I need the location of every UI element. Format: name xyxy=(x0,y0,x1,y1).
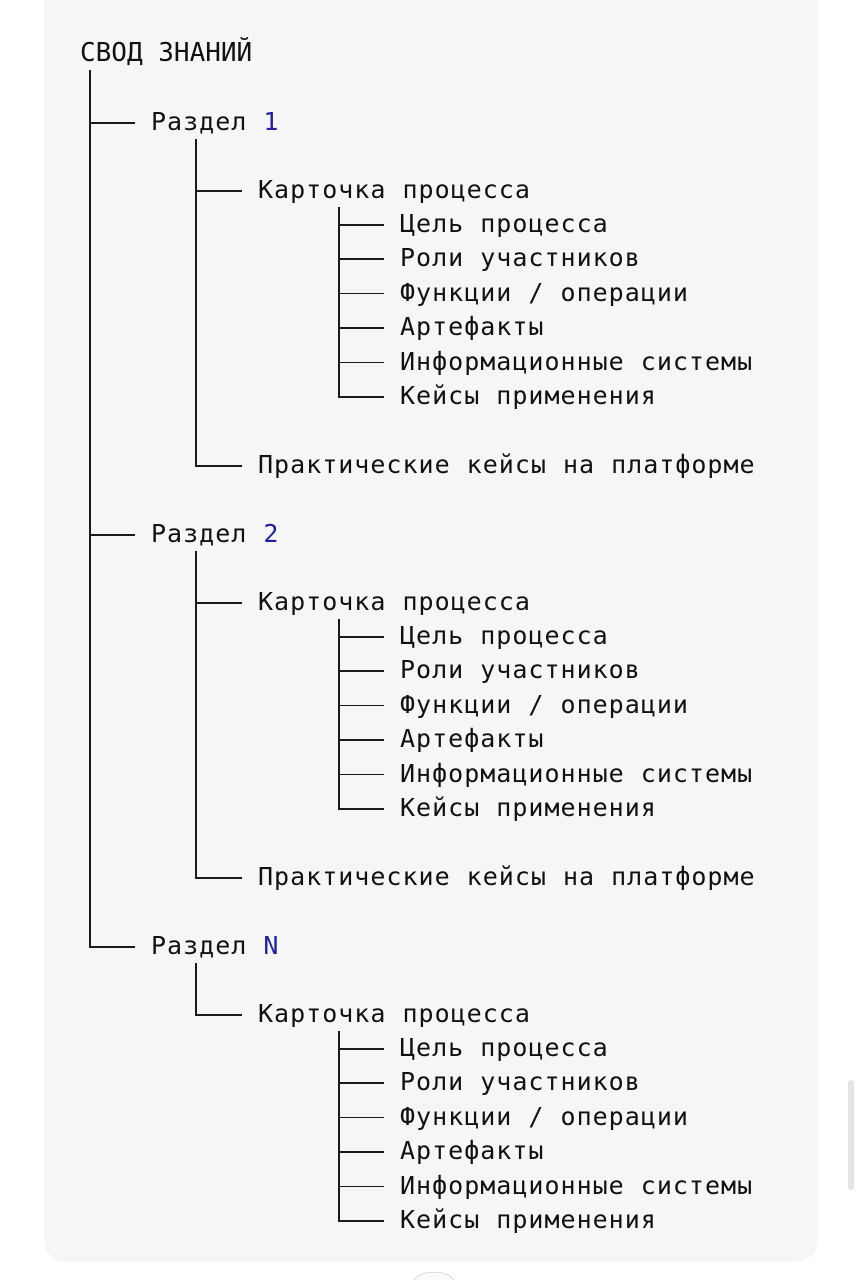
process-card-branch-line xyxy=(195,602,242,604)
card-item-label[interactable]: Информационные системы xyxy=(400,759,753,789)
process-card-label-text: Карточка процесса xyxy=(258,587,531,616)
card-item-branch-line xyxy=(338,1151,384,1153)
card-item-label-text: Роли участников xyxy=(400,243,641,273)
card-item-label[interactable]: Артефакты xyxy=(400,312,544,342)
card-item-branch-line xyxy=(338,327,384,329)
section-label[interactable]: Раздел 1 xyxy=(151,107,279,137)
section-sub-trunk-line xyxy=(195,551,197,877)
practical-cases-label[interactable]: Практические кейсы на платформе xyxy=(258,862,756,892)
card-item-label-text: Функции / операции xyxy=(400,1101,689,1131)
section-branch-line xyxy=(89,534,135,536)
practical-cases-label-text: Практические кейсы на платформе xyxy=(258,450,756,479)
section-number: 2 xyxy=(247,519,280,548)
section-number: N xyxy=(247,931,280,960)
tree-root-title: СВОД ЗНАНИЙ xyxy=(80,38,253,68)
card-item-label-text: Информационные системы xyxy=(400,758,754,788)
section-number: 1 xyxy=(247,107,280,136)
practical-cases-label-text: Практические кейсы на платформе xyxy=(258,862,756,891)
card-item-label-text: Кейсы применения xyxy=(400,1205,657,1234)
card-item-label-text: Функции / операции xyxy=(400,689,689,719)
card-item-branch-line xyxy=(338,670,384,672)
section-label[interactable]: Раздел 2 xyxy=(151,519,279,549)
card-item-label[interactable]: Цель процесса xyxy=(400,1033,609,1063)
process-card-label[interactable]: Карточка процесса xyxy=(258,999,531,1029)
process-card-branch-line xyxy=(195,1014,242,1016)
card-item-label[interactable]: Роли участников xyxy=(400,655,641,685)
practical-cases-label[interactable]: Практические кейсы на платформе xyxy=(258,450,756,480)
card-item-label[interactable]: Кейсы применения xyxy=(400,381,657,411)
card-item-branch-line xyxy=(338,224,384,226)
card-item-label[interactable]: Кейсы применения xyxy=(400,793,657,823)
card-item-label[interactable]: Цель процесса xyxy=(400,209,609,239)
card-item-branch-line xyxy=(338,258,384,260)
card-item-branch-line xyxy=(338,636,384,638)
card-item-label[interactable]: Роли участников xyxy=(400,243,641,273)
card-item-branch-line xyxy=(338,1220,384,1222)
card-item-label-text: Роли участников xyxy=(400,655,641,685)
process-card-label-text: Карточка процесса xyxy=(258,175,531,204)
card-item-branch-line xyxy=(338,808,384,810)
card-item-branch-line xyxy=(338,292,384,295)
process-card-label[interactable]: Карточка процесса xyxy=(258,175,531,205)
process-card-label[interactable]: Карточка процесса xyxy=(258,587,531,617)
card-item-branch-line xyxy=(338,1082,384,1084)
card-item-branch-line xyxy=(338,396,384,398)
section-sub-trunk-line xyxy=(195,963,197,1014)
card-item-label-text: Роли участников xyxy=(400,1067,641,1097)
section-label-text: Раздел xyxy=(151,931,248,960)
process-card-branch-line xyxy=(195,190,242,192)
card-item-branch-line xyxy=(338,361,384,364)
card-item-branch-line xyxy=(338,1048,384,1050)
practical-cases-branch-line xyxy=(195,465,242,467)
section-label[interactable]: Раздел N xyxy=(151,931,279,961)
practical-cases-branch-line xyxy=(195,877,242,879)
card-item-label-text: Артефакты xyxy=(400,724,545,754)
card-item-label[interactable]: Информационные системы xyxy=(400,1171,753,1201)
card-item-branch-line xyxy=(338,704,384,707)
card-item-label[interactable]: Роли участников xyxy=(400,1067,641,1097)
card-item-label-text: Кейсы применения xyxy=(400,793,657,822)
card-item-branch-line xyxy=(338,1185,384,1188)
card-item-label-text: Информационные системы xyxy=(400,1170,754,1200)
card-item-label[interactable]: Артефакты xyxy=(400,724,544,754)
card-item-label-text: Цель процесса xyxy=(400,1033,609,1062)
process-card-items-trunk-line xyxy=(338,619,340,808)
card-item-branch-line xyxy=(338,739,384,741)
process-card-label-text: Карточка процесса xyxy=(258,999,531,1028)
section-branch-line xyxy=(89,122,135,124)
section-label-text: Раздел xyxy=(151,107,248,136)
card-item-label[interactable]: Функции / операции xyxy=(400,278,689,308)
card-item-label-text: Артефакты xyxy=(400,312,545,342)
card-item-label[interactable]: Кейсы применения xyxy=(400,1205,657,1235)
card-item-label-text: Цель процесса xyxy=(400,621,609,650)
section-label-text: Раздел xyxy=(151,519,248,548)
card-item-label-text: Информационные системы xyxy=(400,346,754,376)
card-item-label-text: Кейсы применения xyxy=(400,381,657,410)
card-item-label-text: Цель процесса xyxy=(400,209,609,238)
process-card-items-trunk-line xyxy=(338,1031,340,1220)
section-sub-trunk-line xyxy=(195,139,197,465)
card-item-label[interactable]: Цель процесса xyxy=(400,621,609,651)
card-item-label[interactable]: Функции / операции xyxy=(400,690,689,720)
card-item-label[interactable]: Информационные системы xyxy=(400,347,753,377)
process-card-items-trunk-line xyxy=(338,207,340,396)
root-trunk-line xyxy=(89,70,91,946)
card-item-branch-line xyxy=(338,773,384,776)
card-item-label-text: Артефакты xyxy=(400,1136,545,1166)
card-item-label-text: Функции / операции xyxy=(400,277,689,307)
card-item-label[interactable]: Артефакты xyxy=(400,1136,544,1166)
card-item-branch-line xyxy=(338,1116,384,1119)
section-branch-line xyxy=(89,946,135,948)
scroll-indicator[interactable] xyxy=(848,1080,854,1190)
card-item-label[interactable]: Функции / операции xyxy=(400,1102,689,1132)
content-card xyxy=(44,0,818,1262)
